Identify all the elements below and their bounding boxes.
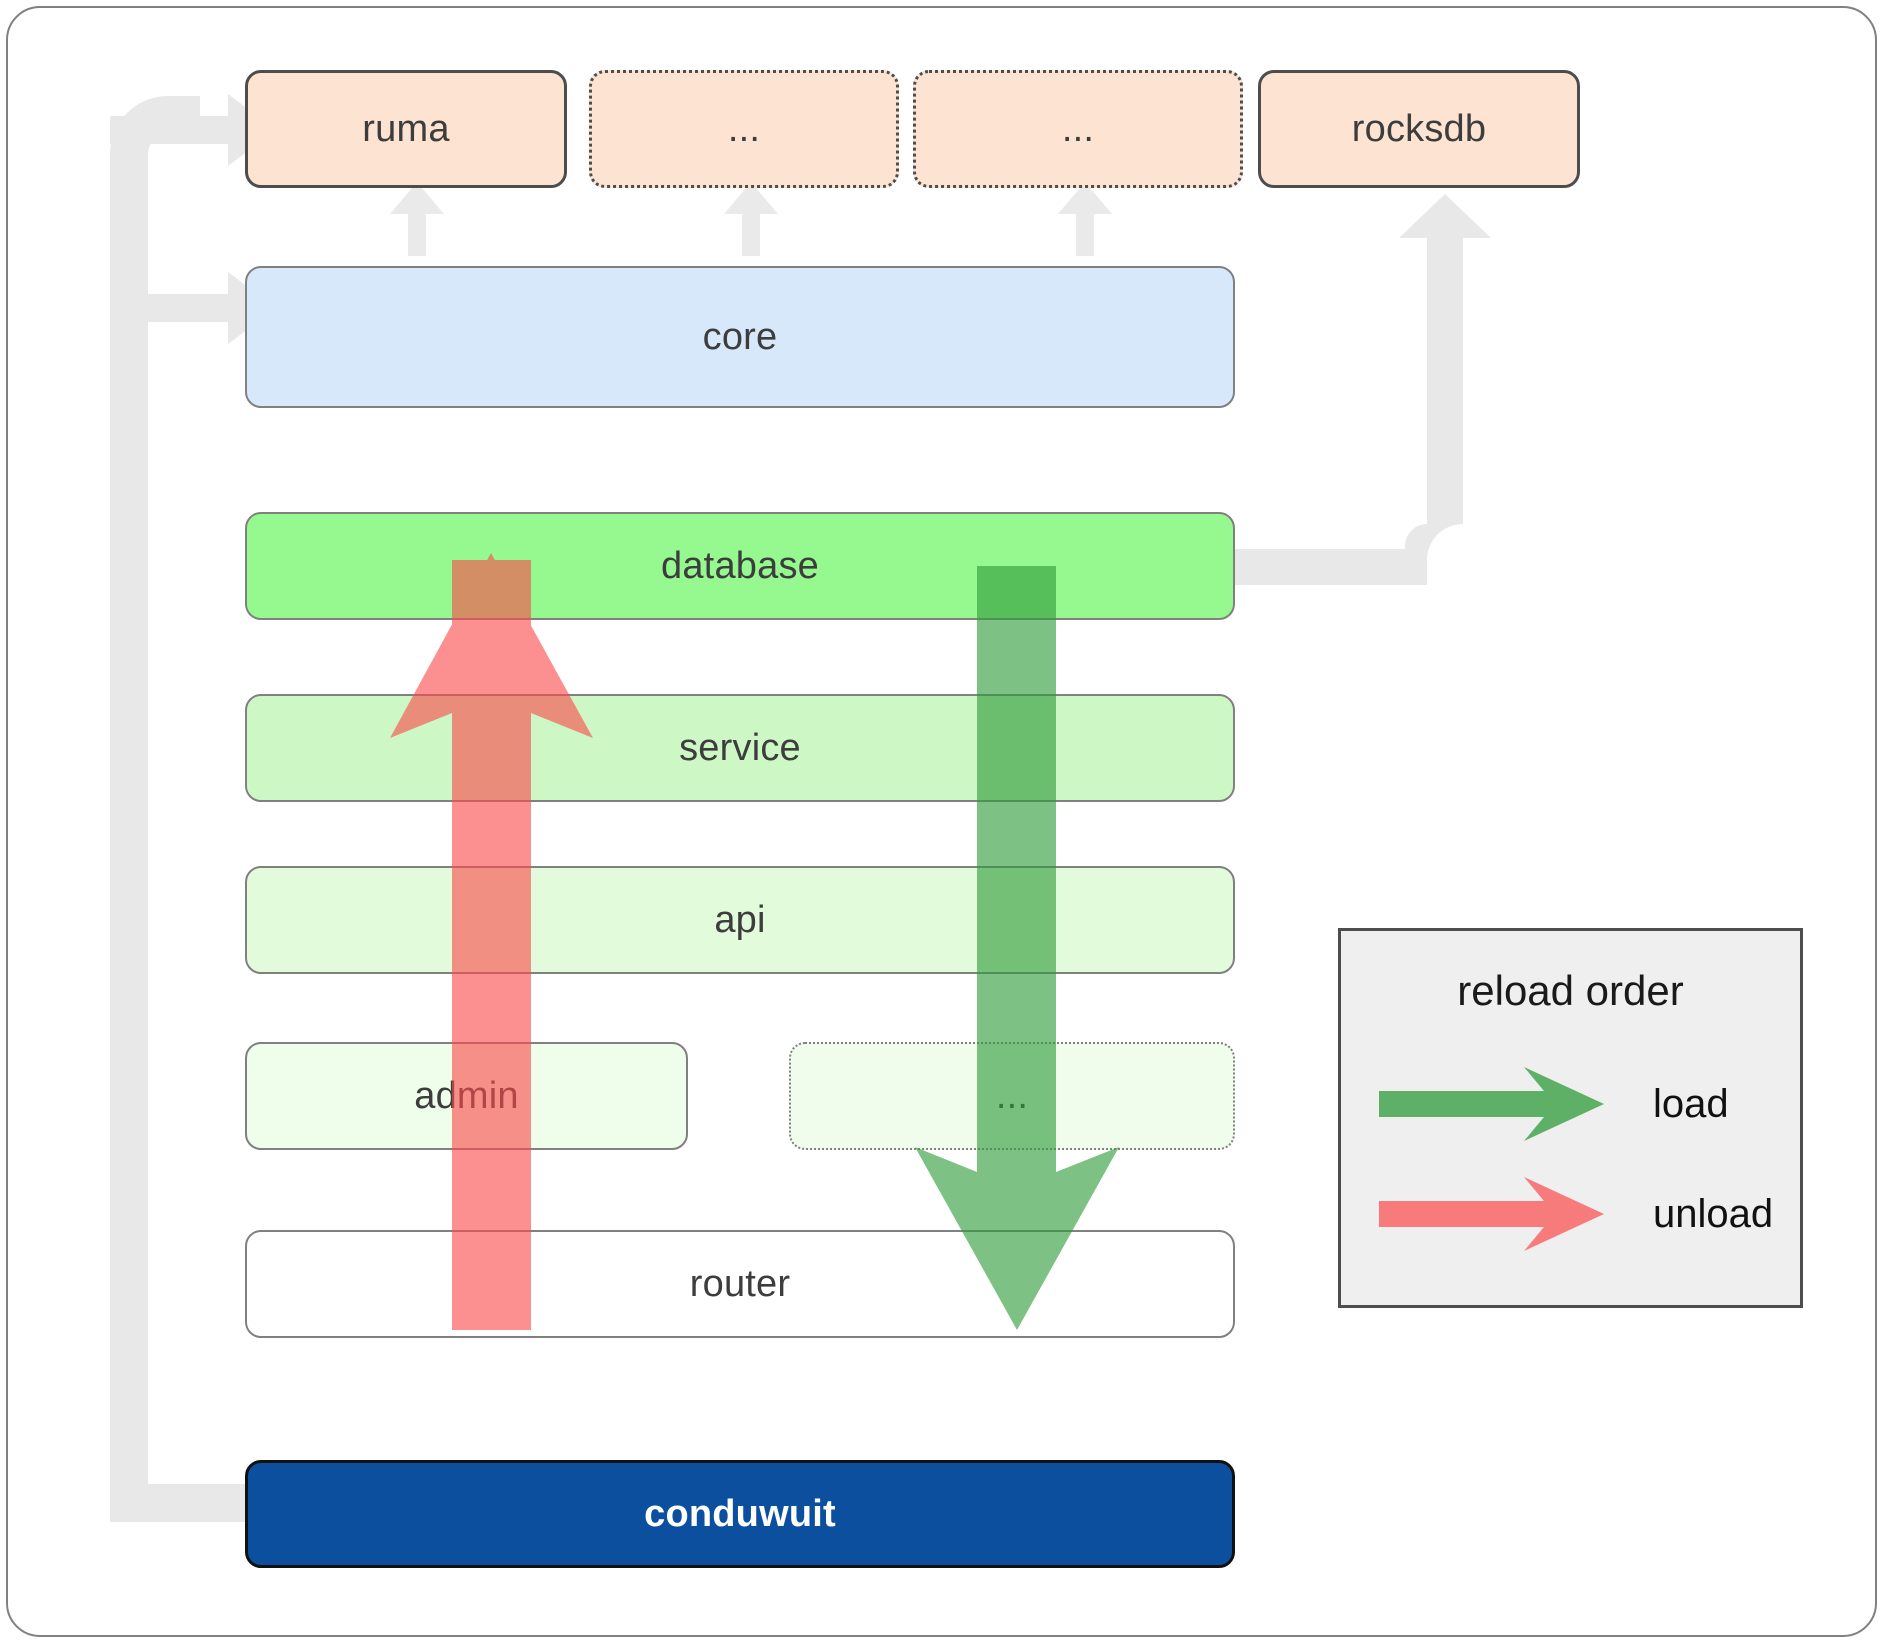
binary-box-conduwuit[interactable]: conduwuit xyxy=(245,1460,1235,1568)
dep-label-rocksdb: rocksdb xyxy=(1351,107,1487,150)
legend-row-load: load xyxy=(1341,1059,1800,1149)
dep-label-2: ... xyxy=(727,107,761,150)
layer-label-database: database xyxy=(661,544,819,587)
diagram-frame xyxy=(6,6,1877,1637)
legend-panel: reload order load unload xyxy=(1338,928,1803,1308)
layer-box-service[interactable]: service xyxy=(245,694,1235,802)
layer-label-extra: ... xyxy=(995,1074,1029,1117)
legend-label-load: load xyxy=(1653,1081,1729,1126)
core-label: core xyxy=(702,315,778,358)
dep-label-ruma: ruma xyxy=(362,107,450,150)
layer-box-database[interactable]: database xyxy=(245,512,1235,620)
layer-label-admin: admin xyxy=(414,1074,519,1117)
layer-label-router: router xyxy=(689,1262,791,1305)
core-box[interactable]: core xyxy=(245,266,1235,408)
layer-box-admin[interactable]: admin xyxy=(245,1042,688,1150)
layer-box-extra[interactable]: ... xyxy=(789,1042,1235,1150)
dep-box-2[interactable]: ... xyxy=(589,70,899,188)
dep-box-rocksdb[interactable]: rocksdb xyxy=(1258,70,1580,188)
unload-arrow-icon-legend xyxy=(1379,1177,1604,1251)
legend-label-unload: unload xyxy=(1653,1191,1774,1236)
legend-row-unload: unload xyxy=(1341,1169,1800,1259)
binary-label-conduwuit: conduwuit xyxy=(644,1492,836,1535)
dep-box-3[interactable]: ... xyxy=(913,70,1243,188)
load-arrow-icon-legend xyxy=(1379,1067,1604,1141)
dep-box-ruma[interactable]: ruma xyxy=(245,70,567,188)
layer-label-api: api xyxy=(714,898,766,941)
legend-title: reload order xyxy=(1457,967,1684,1014)
dep-label-3: ... xyxy=(1061,107,1095,150)
layer-box-api[interactable]: api xyxy=(245,866,1235,974)
layer-box-router[interactable]: router xyxy=(245,1230,1235,1338)
layer-label-service: service xyxy=(679,726,801,769)
